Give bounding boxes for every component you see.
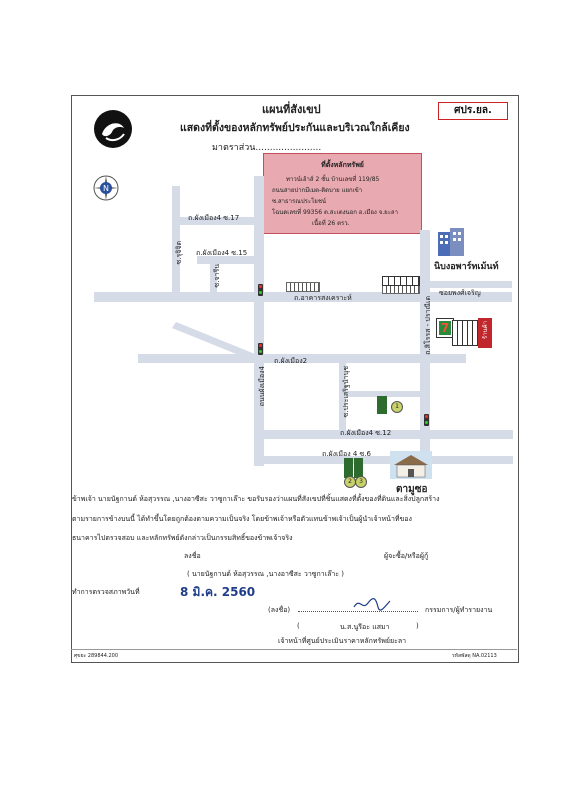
officer-title: เจ้าหน้าที่ศูนย์ประเมินราคาหลักทรัพย์ยะล… [278,637,407,645]
road-soi-charin [210,258,217,296]
property-heading: ที่ตั้งหลักทรัพย์ [321,161,364,169]
department-badge: ศปร.ยล. [438,102,508,120]
property-line-2: ถนนสายปากมีเมต-ติดบาย แยกเข้า ซ.สาธารณปร… [272,187,363,205]
row-houses [382,276,420,286]
traffic-light-icon [424,414,429,426]
crosswalk-1 [286,282,320,292]
svg-text:N: N [103,184,109,193]
road-soi-chaloen [430,281,512,288]
property-info-box: ที่ตั้งหลักทรัพย์ ทาวน์เฮ้าส์ 2 ชั้น บ้า… [263,153,422,234]
property-details: ทาวน์เฮ้าส์ 2 ชั้น บ้านเลขที่ 119/85 ถนน… [264,171,421,229]
label-soi-charin: ซ.จารีน [213,264,221,288]
shop-building: ร้านค้า [478,318,492,348]
owner-label: ผู้จะซื้อ/หรือผู้กู้ [384,552,429,560]
sign-label: ลงชื่อ [184,552,201,560]
marker-1: 1 [391,401,403,413]
label-soi-rue: ซ.รุจิจิต [175,241,183,265]
bank-logo-icon [94,110,132,148]
road-sidang [420,230,430,466]
officer-name-close: ) [416,622,419,630]
officer-name: น.ส.นูรีอะ แสมา [340,623,390,631]
footer-divider [71,649,517,650]
road-diagonal [172,322,260,362]
label-phangmueang4-main: ถนนผังเมือง4 [258,366,266,407]
road-phangmueang4-main [254,176,264,466]
road-phangmueang2 [138,354,466,363]
label-phangmueang4-17: ถ.ผังเมือง4 ซ.17 [188,214,240,222]
statement-line-2: ตามรายการข้างบนนี้ ได้ทำขึ้นโดยถูกต้องตา… [72,515,412,523]
label-soi-chaloen: ซอยพงศ์เจริญ [439,289,481,297]
map-sheet: แผนที่สังเขป แสดงที่ตั้งของหลักทรัพย์ประ… [71,95,519,663]
signature-icon [353,598,391,611]
label-songkhro: ถ.อาคารสงเคราะห์ [294,294,352,302]
label-phangmueang4-6: ถ.ผังเมือง 4 ซ.6 [322,450,371,458]
footer-left-code: ศุขยะ 289844.200 [74,653,119,659]
property-line-1: ทาวน์เฮ้าส์ 2 ชั้น บ้านเลขที่ 119/85 [286,176,380,183]
map-subtitle: แสดงที่ตั้งของหลักทรัพย์ประกันและบริเวณใ… [180,122,410,134]
road-phangmueang4-6 [261,456,513,464]
officer-name-open: ( [297,622,300,630]
property-line-3: โฉนดเลขที่ 99356 ต.สะเตงนอก อ.เมือง จ.ยะ… [272,209,398,216]
road-soi-rue [172,186,180,296]
inspection-date: 8 มิ.ค. 2560 [180,585,256,599]
label-soi-prasert: ซ.ประเสริฐนำนุช [342,366,350,418]
inspection-label: ทำการตรวจสภาพวันที่ [72,588,140,596]
shop-row [452,320,480,346]
owner-names: ( นายนัฐกานต์ ห้อสุวรรณ ,นางอาซีสะ วาซูก… [187,570,345,578]
road-soi-prasert [339,360,346,432]
traffic-light-icon [258,284,263,296]
road-phangmueang4-15 [197,256,263,264]
house-1 [377,396,387,414]
market-building-icon [390,451,432,479]
road-songkhro [94,292,512,302]
house-2 [344,458,353,478]
officer-sign-label: (ลงชื่อ) [268,606,291,614]
property-line-4: เนื้อที่ 26 ตรว. [312,220,350,227]
road-phangmueang4-17 [172,217,262,225]
statement-line-1: ข้าพเจ้า นายนัฐกานต์ ห้อสุวรรณ ,นางอาซีส… [72,495,440,503]
label-market: ตามูซอ [396,484,428,495]
traffic-light-icon [258,343,263,355]
marker-3: 3 [355,476,367,488]
apartment-building-icon [438,228,464,256]
statement-line-3: ธนาคารไปตรวจสอบ และหลักทรัพย์ดังกล่าวเป็… [72,534,293,542]
north-compass-icon: N [93,175,119,201]
map-title: แผนที่สังเขป [262,103,321,116]
label-sidang: ถ.สิโรรส - ปราณีเด [424,296,432,355]
label-phangmueang2: ถ.ผังเมือง2 [274,357,308,365]
house-3 [354,458,363,478]
scale-label: มาตราส่วน....................... [212,143,322,153]
officer-role: กรรมการ/ผู้ทำรายงาน [425,606,493,614]
label-apartment: นิบงอพาร์ทเม้นท์ [434,262,499,272]
road-phangmueang4-12 [261,430,513,439]
signature-line [298,611,418,612]
footer-right-code: รหัสพัสดุ NA.02113 [452,653,497,659]
road-soi-branch [344,391,420,397]
label-phangmueang4-15: ถ.ผังเมือง4 ซ.15 [196,249,248,257]
label-phangmueang4-12: ถ.ผังเมือง4 ซ.12 [340,429,392,437]
